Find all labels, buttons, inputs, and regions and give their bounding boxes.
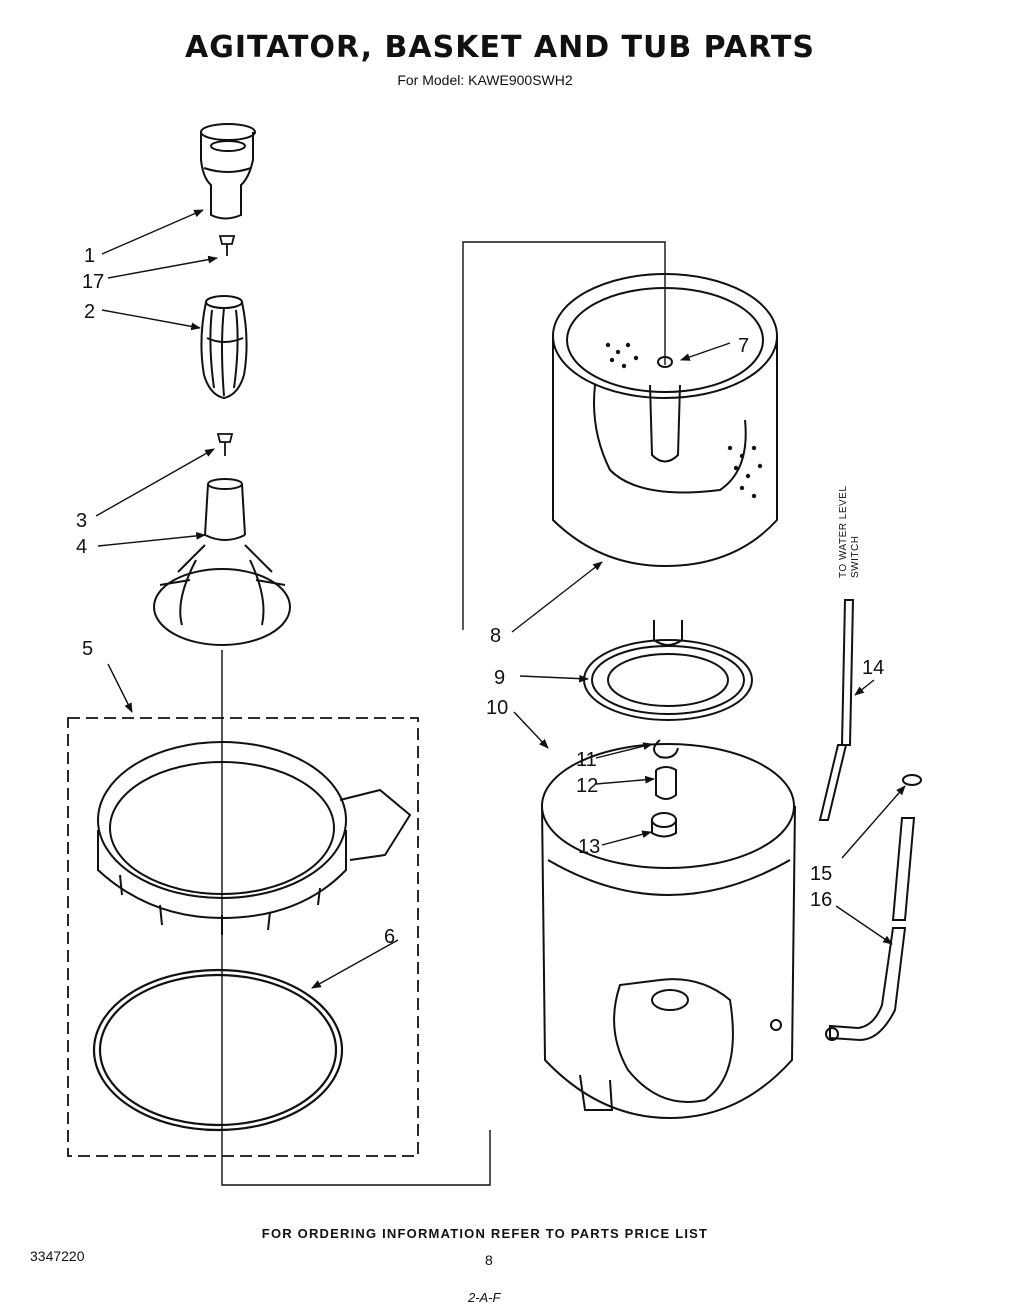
- hose-16-part: [825, 817, 916, 1042]
- agitator-cap-part: [200, 123, 256, 220]
- water-level-label-line2: SWITCH: [850, 536, 861, 578]
- callout-7: 7: [738, 335, 749, 357]
- callout-15: 15: [810, 863, 832, 885]
- callout-14: 14: [862, 657, 884, 679]
- callout-2: 2: [84, 301, 95, 323]
- bearing-13-part: [651, 812, 677, 838]
- model-subtitle: For Model: KAWE900SWH2: [397, 72, 573, 88]
- callout-9: 9: [494, 667, 505, 689]
- callout-13: 13: [578, 836, 600, 858]
- water-level-label-line1: TO WATER LEVEL: [838, 486, 849, 578]
- callout-11: 11: [576, 749, 597, 771]
- page-title: AGITATOR, BASKET AND TUB PARTS: [185, 30, 815, 65]
- callout-3: 3: [76, 510, 87, 532]
- gasket-6-part: [92, 968, 344, 1132]
- callout-16: 16: [810, 889, 832, 911]
- callout-5: 5: [82, 638, 93, 660]
- left-alignment-line: [221, 650, 491, 1186]
- callout-leaders: [95, 209, 906, 989]
- agitator-base-part: [153, 478, 291, 646]
- screw-3-part: [216, 433, 234, 456]
- right-alignment-line: [462, 241, 666, 630]
- basket-part: [552, 273, 778, 568]
- callout-10: 10: [486, 697, 508, 719]
- tub-ring-part: [97, 741, 412, 935]
- callout-17: 17: [82, 271, 104, 293]
- ordering-note: FOR ORDERING INFORMATION REFER TO PARTS …: [261, 1226, 709, 1241]
- agitator-sleeve-part: [200, 295, 248, 400]
- revision-mark: 2-A-F: [468, 1290, 501, 1305]
- callout-8: 8: [490, 625, 501, 647]
- hose-14-part: [818, 599, 855, 821]
- outer-tub-part: [541, 743, 796, 1120]
- callout-4: 4: [76, 536, 87, 558]
- document-number: 3347220: [30, 1248, 85, 1264]
- dashed-group-box: [67, 717, 419, 1157]
- callout-12: 12: [576, 775, 598, 797]
- clip-11-part: [653, 739, 679, 759]
- callout-6: 6: [384, 926, 395, 948]
- page-number: 8: [485, 1252, 493, 1268]
- seal-12-part: [655, 766, 677, 800]
- callout-1: 1: [84, 245, 95, 267]
- screw-17-part: [218, 235, 236, 256]
- hub-ring-part: [583, 620, 753, 721]
- clamp-15-part: [902, 774, 922, 786]
